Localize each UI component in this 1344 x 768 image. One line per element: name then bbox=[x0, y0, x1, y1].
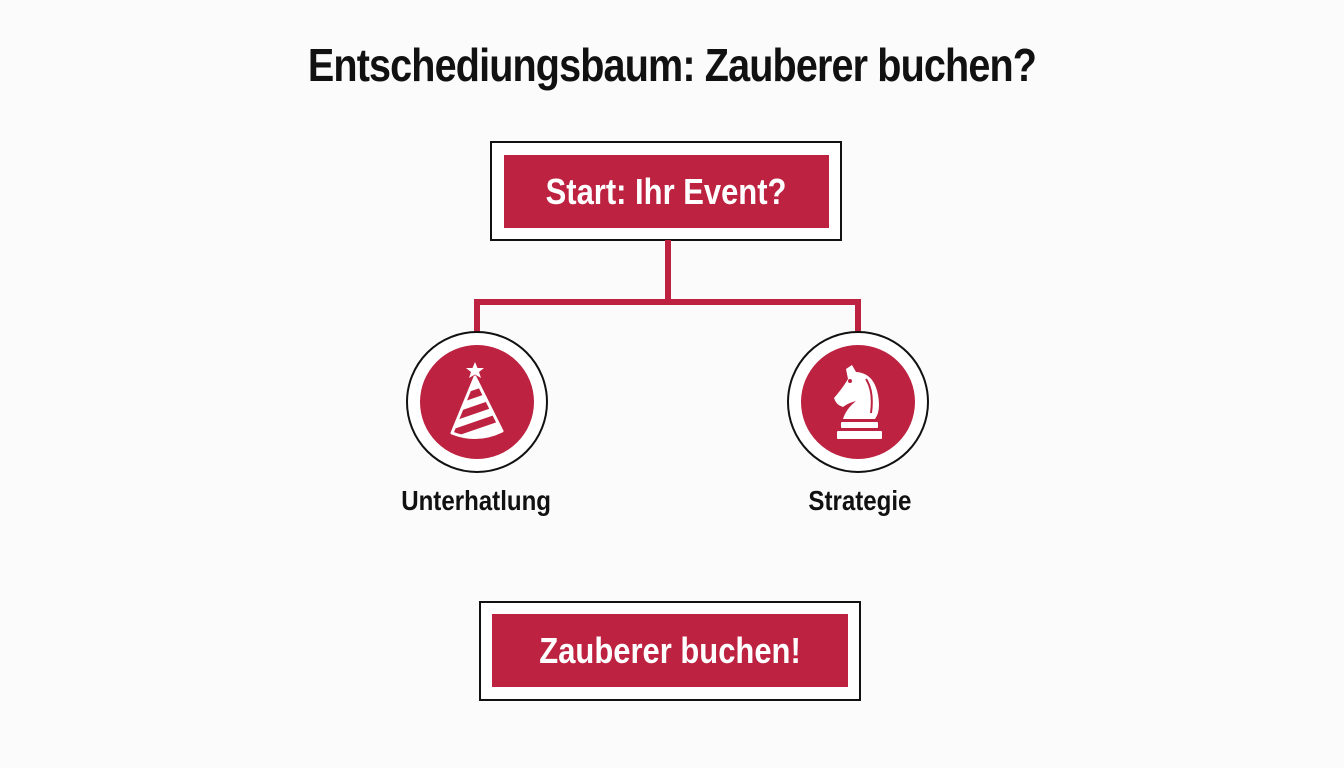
connector-horizontal bbox=[474, 299, 861, 305]
connector-right-drop bbox=[855, 299, 861, 332]
branch-node-fill bbox=[420, 345, 534, 459]
connector-trunk bbox=[665, 240, 671, 304]
branch-node-unterhaltung bbox=[406, 331, 548, 473]
start-node-label: Start: Ihr Event? bbox=[546, 170, 787, 212]
result-node-fill: Zauberer buchen! bbox=[492, 614, 848, 687]
branch-label-unterhaltung: Unterhatlung bbox=[401, 485, 551, 516]
party-hat-icon bbox=[450, 362, 504, 439]
connector-left-drop bbox=[474, 299, 480, 332]
diagram-title: Entschediungsbaum: Zauberer buchen? bbox=[307, 39, 1037, 91]
result-node-label: Zauberer buchen! bbox=[539, 629, 801, 671]
branch-node-fill bbox=[801, 345, 915, 459]
branch-node-strategie bbox=[787, 331, 929, 473]
chess-knight-icon bbox=[834, 365, 882, 439]
start-node-fill: Start: Ihr Event? bbox=[504, 155, 829, 228]
branch-label-strategie: Strategie bbox=[808, 485, 912, 516]
